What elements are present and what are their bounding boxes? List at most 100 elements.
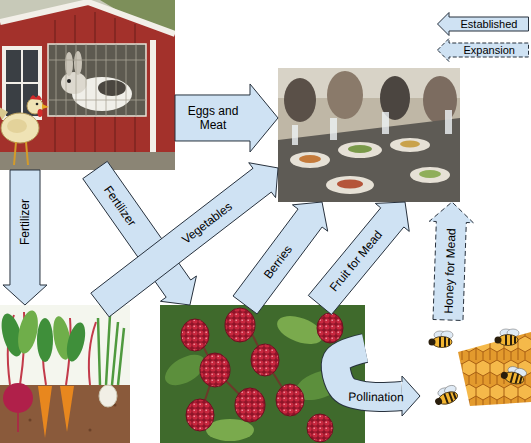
shed-photo	[30, 95, 42, 100]
legend-entry: Established	[437, 12, 529, 36]
shed-photo	[38, 109, 43, 117]
flow-arrow	[175, 84, 278, 152]
dinner-photo	[337, 180, 363, 189]
flow-arrow	[336, 348, 420, 416]
dinner-photo	[410, 167, 450, 183]
arrow-body	[336, 348, 402, 397]
block-arrow	[175, 84, 278, 152]
vegetable-drawing	[37, 318, 53, 362]
block-arrow	[429, 202, 473, 321]
berry-photo	[186, 399, 214, 431]
shed-photo	[74, 51, 82, 75]
vegetable-drawing	[15, 309, 42, 356]
shed-photo	[14, 142, 28, 165]
photo-panel	[0, 0, 175, 170]
dinner-photo	[419, 170, 441, 178]
bee-drawing	[495, 337, 502, 344]
block-arrow	[308, 202, 409, 315]
shed-photo	[0, 0, 175, 170]
shed-photo	[36, 103, 39, 106]
legend-sample	[437, 12, 529, 36]
vegetable-drawing	[99, 385, 117, 407]
legend-arrow	[438, 39, 529, 62]
shed-photo	[67, 79, 71, 83]
legend-entry: Expansion	[437, 38, 529, 62]
shed-photo	[42, 104, 49, 109]
bee-drawing	[458, 332, 531, 406]
bee-drawing	[429, 331, 454, 348]
dinner-photo	[348, 145, 372, 153]
shed-photo	[55, 12, 135, 160]
bee-drawing	[444, 391, 456, 403]
arrow-label: Berries	[261, 242, 295, 281]
bee-drawing	[500, 371, 509, 380]
bee-drawing	[500, 364, 528, 386]
bee-drawing	[440, 337, 449, 347]
berry-photo	[206, 419, 254, 441]
dinner-photo	[292, 125, 298, 145]
dinner-photo	[338, 142, 382, 158]
berry-photo	[317, 313, 343, 343]
dinner-photo	[390, 138, 430, 152]
bee-drawing	[434, 397, 443, 406]
dinner-photo	[299, 155, 321, 163]
photo-panel	[160, 305, 365, 443]
dinner-photo	[278, 68, 460, 202]
dinner-photo	[278, 68, 460, 202]
legend-label: Established	[461, 18, 518, 31]
berry-photo	[200, 353, 230, 387]
arrow-label: Eggs and Meat	[179, 104, 246, 132]
arrow-label: Fertilizer	[101, 183, 139, 229]
bee-drawing	[420, 320, 531, 420]
vegetable-drawing	[0, 305, 130, 443]
dinner-photo	[382, 112, 389, 134]
vegetable-drawing	[38, 386, 52, 438]
dinner-photo	[290, 152, 330, 168]
berry-photo	[225, 308, 255, 342]
bee-drawing	[506, 335, 515, 345]
shed-photo	[61, 72, 87, 94]
shed-photo	[98, 80, 126, 96]
dinner-photo	[278, 118, 460, 202]
bee-drawing	[429, 339, 436, 346]
vegetable-drawing	[63, 321, 88, 364]
berry-photo	[181, 319, 209, 351]
bee-drawing	[420, 320, 531, 420]
flow-arrow	[308, 202, 409, 315]
dinner-photo	[330, 118, 337, 140]
bee-drawing	[495, 329, 520, 346]
bee-drawing	[511, 373, 522, 385]
shed-photo	[0, 2, 175, 170]
arrow-label: Vegetables	[179, 199, 235, 246]
flow-arrow	[3, 170, 47, 305]
photo-panel	[0, 305, 130, 443]
shed-photo	[7, 119, 27, 133]
photo-panel	[420, 320, 531, 420]
block-arrow	[3, 170, 47, 305]
berry-photo	[251, 344, 279, 376]
dinner-photo	[327, 71, 363, 119]
vegetable-drawing	[17, 413, 19, 432]
vegetable-drawing	[89, 429, 92, 432]
shed-photo	[48, 44, 146, 116]
bee-drawing	[432, 384, 461, 408]
berry-photo	[276, 384, 304, 416]
shed-photo	[0, 0, 175, 170]
shed-photo	[0, 2, 175, 34]
shed-photo	[48, 44, 146, 116]
vegetable-drawing	[29, 419, 32, 422]
dinner-photo	[284, 78, 316, 122]
arrow-label: Honey for Mead	[441, 228, 458, 314]
photo-panel	[278, 68, 460, 202]
arrow-label: Fertilizer	[18, 199, 32, 245]
arrow-head	[402, 376, 420, 416]
arrow-outline	[336, 348, 402, 397]
vegetable-drawing	[98, 315, 124, 385]
shed-photo	[1, 113, 39, 143]
shed-photo	[150, 40, 156, 170]
